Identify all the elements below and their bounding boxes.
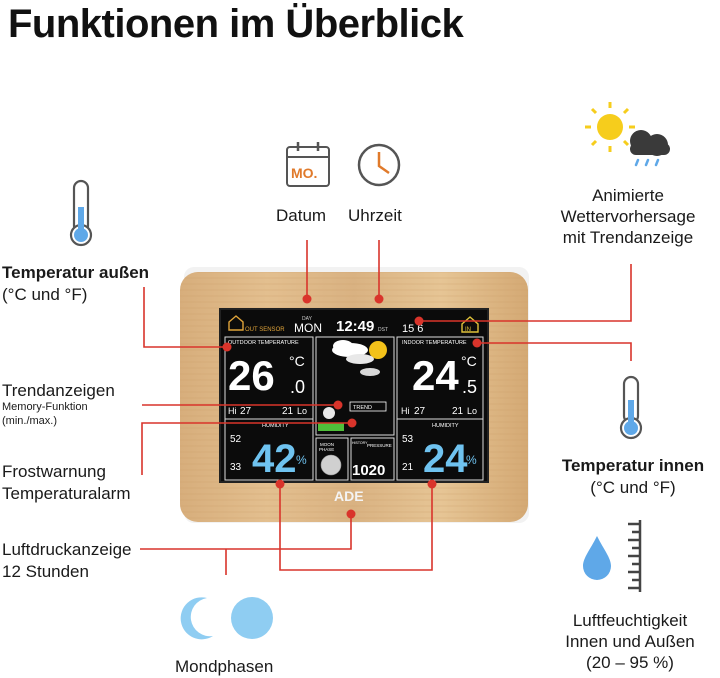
label-trend-sub2: (min./max.) [2,415,57,427]
indoor-temp: 24 [412,352,459,399]
svg-text:53: 53 [402,434,414,445]
svg-text:PHASE: PHASE [319,447,334,452]
indoor-humidity: 24 [423,437,468,481]
lcd-moon-icon [320,454,342,476]
svg-text:Lo: Lo [467,406,477,416]
thermometer-icon [69,179,93,247]
callout-lines [140,240,632,575]
clock-icon [357,143,401,187]
svg-text:27: 27 [240,406,252,417]
label-datum: Datum [276,206,327,225]
grass-icon [318,423,344,431]
svg-text:21: 21 [402,462,414,473]
svg-text:HISTORY: HISTORY [352,441,368,445]
page-title: Funktionen im Überblick [8,2,464,46]
svg-text:MOON: MOON [320,442,334,447]
svg-text:%: % [296,453,307,467]
time-display: 12:49 [336,318,374,335]
calendar-icon: MO. [286,142,330,187]
svg-text:HUMIDITY: HUMIDITY [432,423,459,429]
svg-text:IN: IN [465,327,471,333]
outdoor-humidity: 42 [252,437,297,481]
label-mond: Mondphasen [175,657,274,676]
indoor-panel: INDOOR TEMPERATURE 24 °C .5 Hi 27 21 Lo … [396,336,484,481]
svg-text:°C: °C [289,353,305,369]
svg-text:33: 33 [230,462,242,473]
pressure-display: 1020 [352,462,385,479]
label-feuchte: Luftfeuchtigkeit Innen und Außen (20 – 9… [565,611,695,672]
trend-label: TREND [353,405,372,411]
thermometer-icon [619,375,643,440]
label-trend-sub1: Memory-Funktion [2,401,88,413]
svg-text:.5: .5 [462,377,477,397]
house-out-icon [228,315,244,331]
svg-text:%: % [466,453,477,467]
lcd-screen [219,308,489,483]
sun-cloud-rain-icon [585,102,670,167]
outdoor-panel: OUTDOOR TEMPERATURE 26 °C .0 Hi 27 21 Lo… [224,336,314,481]
lcd-sun-icon [369,341,387,359]
label-luftdruck: Luftdruckanzeige [2,540,132,559]
label-temp-innen-unit: (°C und °F) [590,478,676,497]
svg-text:°C: °C [461,353,477,369]
lcd-top-bar: OUT SENSOR DAY MON 12:49 DST 15 6 IN [228,315,479,335]
svg-text:DAY: DAY [302,316,313,322]
scale-icon [628,520,642,592]
label-luftdruck-hours: 12 Stunden [2,562,89,581]
svg-text:Hi: Hi [228,406,237,416]
svg-text:Lo: Lo [297,406,307,416]
svg-text:DST: DST [378,327,388,333]
center-panel: TREND MOON PHASE HISTORY PRESSURE 1020 [315,336,395,481]
svg-text:52: 52 [230,434,242,445]
outdoor-temp: 26 [228,352,275,399]
svg-text:HUMIDITY: HUMIDITY [262,423,289,429]
label-trend: Trendanzeigen [2,381,115,400]
svg-text:INDOOR TEMPERATURE: INDOOR TEMPERATURE [402,340,467,346]
label-temp-alarm: Temperaturalarm [2,484,131,503]
svg-text:PRESSURE: PRESSURE [367,443,392,448]
out-sensor-label: OUT SENSOR [245,327,285,333]
weather-station-device: OUT SENSOR DAY MON 12:49 DST 15 6 IN OUT… [180,267,529,523]
svg-text:21: 21 [282,406,294,417]
label-wetter: Animierte Wettervorhersage mit Trendanze… [560,186,696,247]
water-drop-icon [583,536,611,580]
brand-logo: ADE [334,488,364,504]
moon-phase-icon [180,597,273,640]
label-uhrzeit: Uhrzeit [348,206,402,225]
label-temp-aussen-unit: (°C und °F) [2,285,88,304]
house-in-icon [461,316,479,333]
calendar-text: MO. [291,165,317,181]
svg-text:.0: .0 [290,377,305,397]
callout-dots [222,294,482,519]
label-temp-innen: Temperatur innen [561,456,705,475]
svg-text:Hi: Hi [401,406,410,416]
svg-text:27: 27 [414,406,426,417]
day-display: MON [294,321,322,335]
label-temp-aussen: Temperatur außen [2,263,150,282]
svg-text:21: 21 [452,406,464,417]
label-frost: Frostwarnung [2,462,106,481]
date-display: 15 6 [402,323,423,335]
svg-text:OUTDOOR TEMPERATURE: OUTDOOR TEMPERATURE [228,340,299,346]
